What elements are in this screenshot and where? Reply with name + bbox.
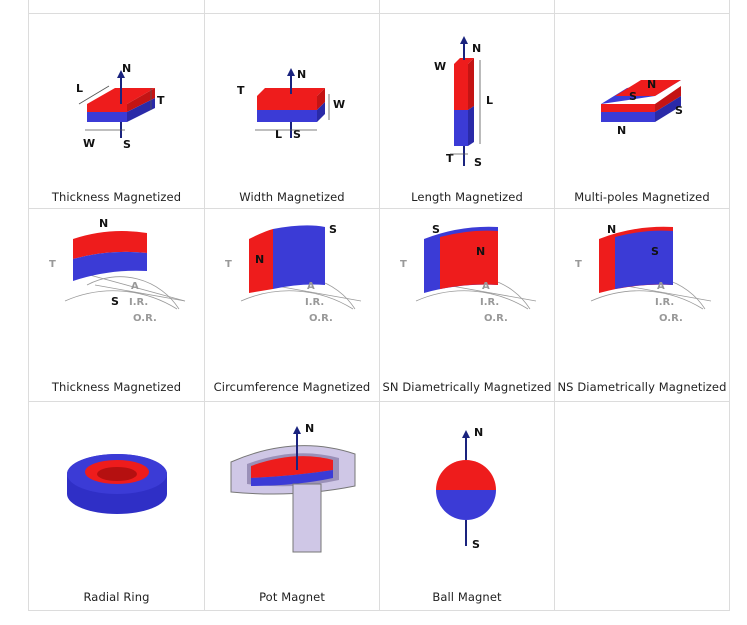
svg-text:S: S — [123, 138, 131, 151]
svg-text:N: N — [472, 42, 481, 55]
table-cell: S N S N Multi-poles Magnetized — [555, 14, 730, 209]
svg-text:N: N — [607, 223, 616, 236]
arc-ns-diametric-icon: N S T A I.R. O.R. — [575, 223, 712, 324]
table-cell — [555, 402, 730, 611]
svg-text:S: S — [474, 156, 482, 169]
svg-text:T: T — [575, 259, 582, 270]
svg-text:N: N — [617, 124, 626, 137]
arc-thickness-icon: N S T A I.R. O.R. — [49, 217, 186, 324]
block-width-icon: N S L T W — [237, 68, 345, 141]
svg-text:T: T — [400, 259, 407, 270]
block-length-icon: N S L T W — [434, 36, 493, 169]
svg-text:S: S — [111, 295, 119, 308]
table-cell — [380, 0, 555, 14]
svg-text:L: L — [76, 82, 83, 95]
block-thickness-icon: N S L T W — [76, 62, 165, 151]
svg-text:N: N — [474, 426, 483, 439]
caption: Thickness Magnetized — [51, 190, 182, 204]
svg-text:L: L — [275, 128, 282, 141]
svg-text:O.R.: O.R. — [309, 313, 333, 324]
table-cell: S N T A I.R. O.R. SN Diametrically Magne… — [380, 209, 555, 402]
caption: Pot Magnet — [259, 590, 325, 604]
svg-text:T: T — [446, 152, 454, 165]
svg-text:O.R.: O.R. — [659, 313, 683, 324]
caption: Circumference Magnetized — [213, 380, 371, 394]
svg-text:A: A — [307, 281, 315, 292]
svg-text:S: S — [293, 128, 301, 141]
table-cell: Radial Ring — [29, 402, 205, 611]
svg-text:T: T — [157, 94, 165, 107]
table-cell — [555, 0, 730, 14]
svg-text:I.R.: I.R. — [305, 297, 324, 308]
table-row — [28, 0, 733, 14]
svg-text:W: W — [333, 98, 345, 111]
svg-text:N: N — [99, 217, 108, 230]
svg-text:I.R.: I.R. — [655, 297, 674, 308]
radial-ring-icon — [67, 454, 167, 514]
table-row: Radial Ring N Pot Magnet N — [28, 402, 733, 611]
caption: Radial Ring — [83, 590, 150, 604]
svg-text:S: S — [651, 245, 659, 258]
svg-text:T: T — [49, 259, 56, 270]
caption: Width Magnetized — [239, 190, 345, 204]
svg-text:S: S — [472, 538, 480, 551]
svg-text:W: W — [83, 137, 95, 150]
table-cell: N S L T W Thickness Magnetized — [29, 14, 205, 209]
caption: NS Diametrically Magnetized — [557, 380, 727, 394]
caption: Ball Magnet — [432, 590, 502, 604]
svg-text:T: T — [237, 84, 245, 97]
arc-circumference-icon: N S T A I.R. O.R. — [225, 223, 362, 324]
block-multipole-icon: S N S N — [601, 78, 683, 137]
table-cell: N S T A I.R. O.R. Thickness Magnetized — [29, 209, 205, 402]
table-row: N S T A I.R. O.R. Thickness Magnetized N… — [28, 209, 733, 402]
caption: Thickness Magnetized — [51, 380, 182, 394]
svg-text:I.R.: I.R. — [480, 297, 499, 308]
svg-text:W: W — [434, 60, 446, 73]
svg-text:S: S — [329, 223, 337, 236]
table-cell: N S L T W Width Magnetized — [205, 14, 380, 209]
svg-text:A: A — [131, 281, 139, 292]
magnetization-table: N S L T W Thickness Magnetized — [28, 0, 733, 611]
table-cell: N S Ball Magnet — [380, 402, 555, 611]
svg-text:N: N — [476, 245, 485, 258]
svg-text:S: S — [629, 90, 637, 103]
table-row: N S L T W Thickness Magnetized — [28, 14, 733, 209]
ball-magnet-icon: N S — [436, 426, 496, 551]
table-cell: N S T A I.R. O.R. NS Diametrically Magne… — [555, 209, 730, 402]
svg-text:N: N — [647, 78, 656, 91]
svg-text:N: N — [122, 62, 131, 75]
svg-text:A: A — [482, 281, 490, 292]
caption: Multi-poles Magnetized — [574, 190, 710, 204]
arc-sn-diametric-icon: S N T A I.R. O.R. — [400, 223, 537, 324]
svg-text:O.R.: O.R. — [133, 313, 157, 324]
svg-text:N: N — [305, 422, 314, 435]
table-cell: N Pot Magnet — [205, 402, 380, 611]
table-cell: N S L T W Length Magnetized — [380, 14, 555, 209]
svg-text:O.R.: O.R. — [484, 313, 508, 324]
svg-text:T: T — [225, 259, 232, 270]
caption: SN Diametrically Magnetized — [382, 380, 552, 394]
svg-text:S: S — [432, 223, 440, 236]
svg-text:N: N — [255, 253, 264, 266]
svg-text:I.R.: I.R. — [129, 297, 148, 308]
table-cell — [205, 0, 380, 14]
svg-text:N: N — [297, 68, 306, 81]
caption: Length Magnetized — [411, 190, 523, 204]
table-cell — [29, 0, 205, 14]
svg-text:A: A — [657, 281, 665, 292]
svg-text:L: L — [486, 94, 493, 107]
table-cell: N S T A I.R. O.R. Circumference Magnetiz… — [205, 209, 380, 402]
pot-magnet-icon: N — [230, 422, 356, 553]
svg-text:S: S — [675, 104, 683, 117]
